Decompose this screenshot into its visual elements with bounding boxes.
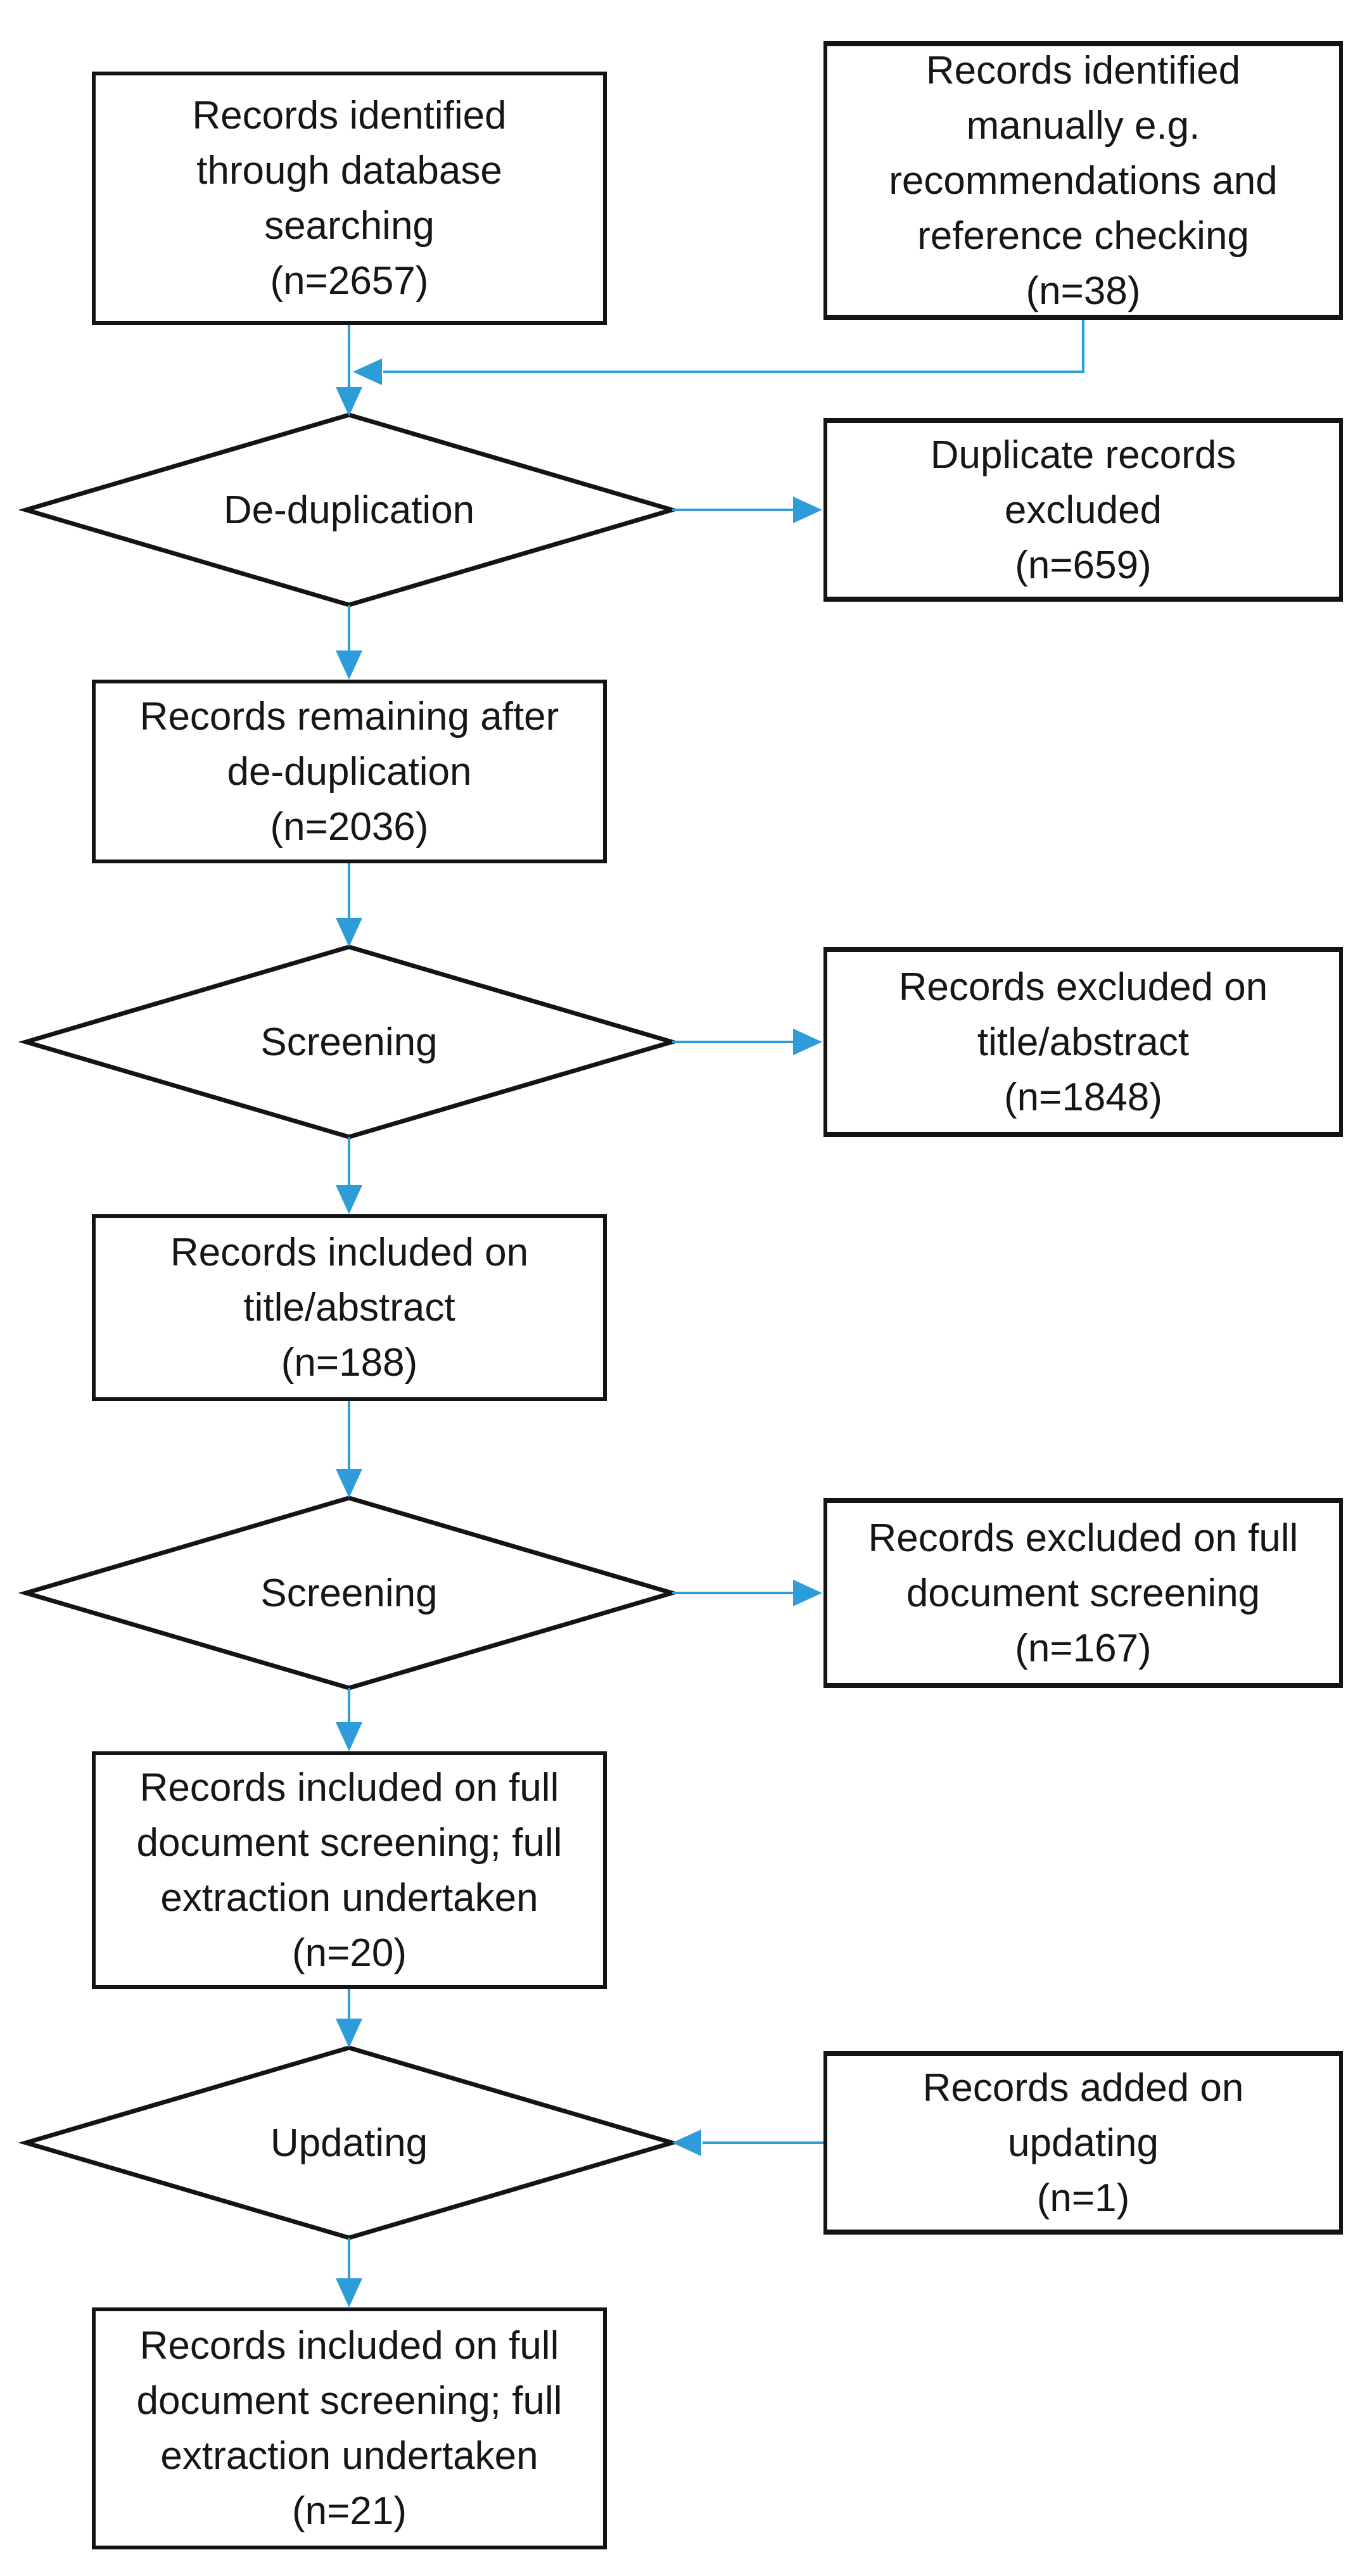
connector-dedup-to-dup-excluded <box>672 497 822 523</box>
text-line: manually e.g. <box>966 103 1200 148</box>
box-records-identified-manually: Records identified manually e.g. recommend… <box>823 41 1343 320</box>
text-line: (n=38) <box>1026 269 1141 313</box>
arrowhead-right-icon <box>793 1580 822 1606</box>
text-line: reference checking <box>917 213 1249 258</box>
text-line: Records added on <box>922 2065 1244 2110</box>
text-line: Records identified <box>192 94 507 137</box>
arrowhead-right-icon <box>793 497 822 523</box>
connector-screening-2-to-incl-full <box>336 1688 362 1751</box>
box-records-identified-database: Records identified through database search… <box>92 72 607 325</box>
arrowhead-right-icon <box>793 1029 822 1055</box>
text-line: (n=1) <box>1036 2176 1130 2220</box>
text-line: Duplicate records <box>930 433 1236 477</box>
text-line: De-duplication <box>223 488 475 532</box>
text-line: Records included on full <box>139 2324 559 2368</box>
text-line: (n=188) <box>281 1341 418 1385</box>
connector-incl-full-to-updating <box>336 1989 362 2048</box>
text-line: Screening <box>260 1020 438 1064</box>
connector-screening-2-to-excl-full <box>672 1580 822 1606</box>
text-line: (n=20) <box>292 1931 407 1975</box>
box-records-included-title-abstract: Records included on title/abstract (n=188) <box>92 1214 607 1401</box>
text-line: through database <box>196 149 502 193</box>
arrowhead-down-icon <box>336 1185 362 1214</box>
text-line: Records included on <box>170 1231 529 1274</box>
arrowhead-left-icon <box>672 2129 701 2156</box>
connector-db-search-to-dedup <box>336 325 362 416</box>
text-line: Records excluded on <box>898 965 1268 1009</box>
arrowhead-down-icon <box>336 2019 362 2048</box>
connector-remaining-to-screening-1 <box>336 863 362 947</box>
box-records-included-full-document: Records included on full document screeni… <box>92 1751 607 1989</box>
box-records-excluded-title-abstract: Records excluded on title/abstract (n=1848… <box>823 947 1343 1137</box>
box-records-remaining-after-dedup: Records remaining after de-duplication (n=… <box>92 680 607 863</box>
connector-screening-1-to-excl-title <box>672 1029 822 1055</box>
text-line: (n=167) <box>1015 1626 1152 1670</box>
connector-dedup-to-remaining <box>336 605 362 680</box>
box-duplicate-records-excluded: Duplicate records excluded (n=659) <box>823 418 1343 602</box>
text-line: Records remaining after <box>139 694 559 739</box>
text-line: document screening; full <box>136 2379 562 2423</box>
connector-manual-to-dedup <box>353 320 1084 385</box>
text-line: Records included on full <box>139 1765 559 1810</box>
text-line: recommendations and <box>889 158 1278 203</box>
decision-label-updating: Updating <box>26 2114 672 2171</box>
box-records-added-on-updating: Records added on updating (n=1) <box>823 2051 1343 2235</box>
arrowhead-down-icon <box>336 650 362 680</box>
text-line: updating <box>1008 2121 1159 2165</box>
arrowhead-down-icon <box>336 387 362 416</box>
connector-added-updating-to-updating <box>672 2129 823 2156</box>
text-line: extraction undertaken <box>160 2434 538 2478</box>
arrowhead-down-icon <box>336 918 362 947</box>
text-line: Screening <box>260 1571 438 1615</box>
text-line: Records excluded on full <box>868 1516 1299 1560</box>
decision-label-screening-1: Screening <box>26 1013 672 1070</box>
text-line: Records identified <box>925 48 1241 92</box>
arrowhead-left-icon <box>353 358 382 385</box>
text-line: (n=2657) <box>270 259 429 303</box>
text-line: title/abstract <box>977 1020 1190 1064</box>
text-line: (n=1848) <box>1004 1075 1162 1119</box>
arrowhead-down-icon <box>336 1722 362 1751</box>
text-line: (n=659) <box>1015 543 1152 587</box>
decision-label-de-duplication: De-duplication <box>26 481 672 538</box>
connector-incl-title-to-screening-2 <box>336 1401 362 1498</box>
arrowhead-down-icon <box>336 2278 362 2307</box>
connector-screening-1-to-incl-title <box>336 1137 362 1214</box>
text-line: de-duplication <box>227 749 472 794</box>
arrowhead-down-icon <box>336 1469 362 1498</box>
text-line: document screening <box>906 1571 1261 1615</box>
text-line: searching <box>264 204 435 248</box>
text-line: Updating <box>270 2121 428 2165</box>
box-final-records-included: Records included on full document screeni… <box>92 2307 607 2549</box>
text-line: extraction undertaken <box>160 1875 538 1920</box>
text-line: title/abstract <box>243 1286 455 1329</box>
text-line: (n=21) <box>292 2489 407 2533</box>
arrow-line <box>383 320 1084 373</box>
decision-label-screening-2: Screening <box>26 1564 672 1621</box>
box-records-excluded-full-document: Records excluded on full document screeni… <box>823 1498 1343 1688</box>
text-line: document screening; full <box>136 1820 562 1865</box>
text-line: (n=2036) <box>270 804 429 849</box>
text-line: excluded <box>1004 488 1162 532</box>
connector-updating-to-final <box>336 2238 362 2307</box>
